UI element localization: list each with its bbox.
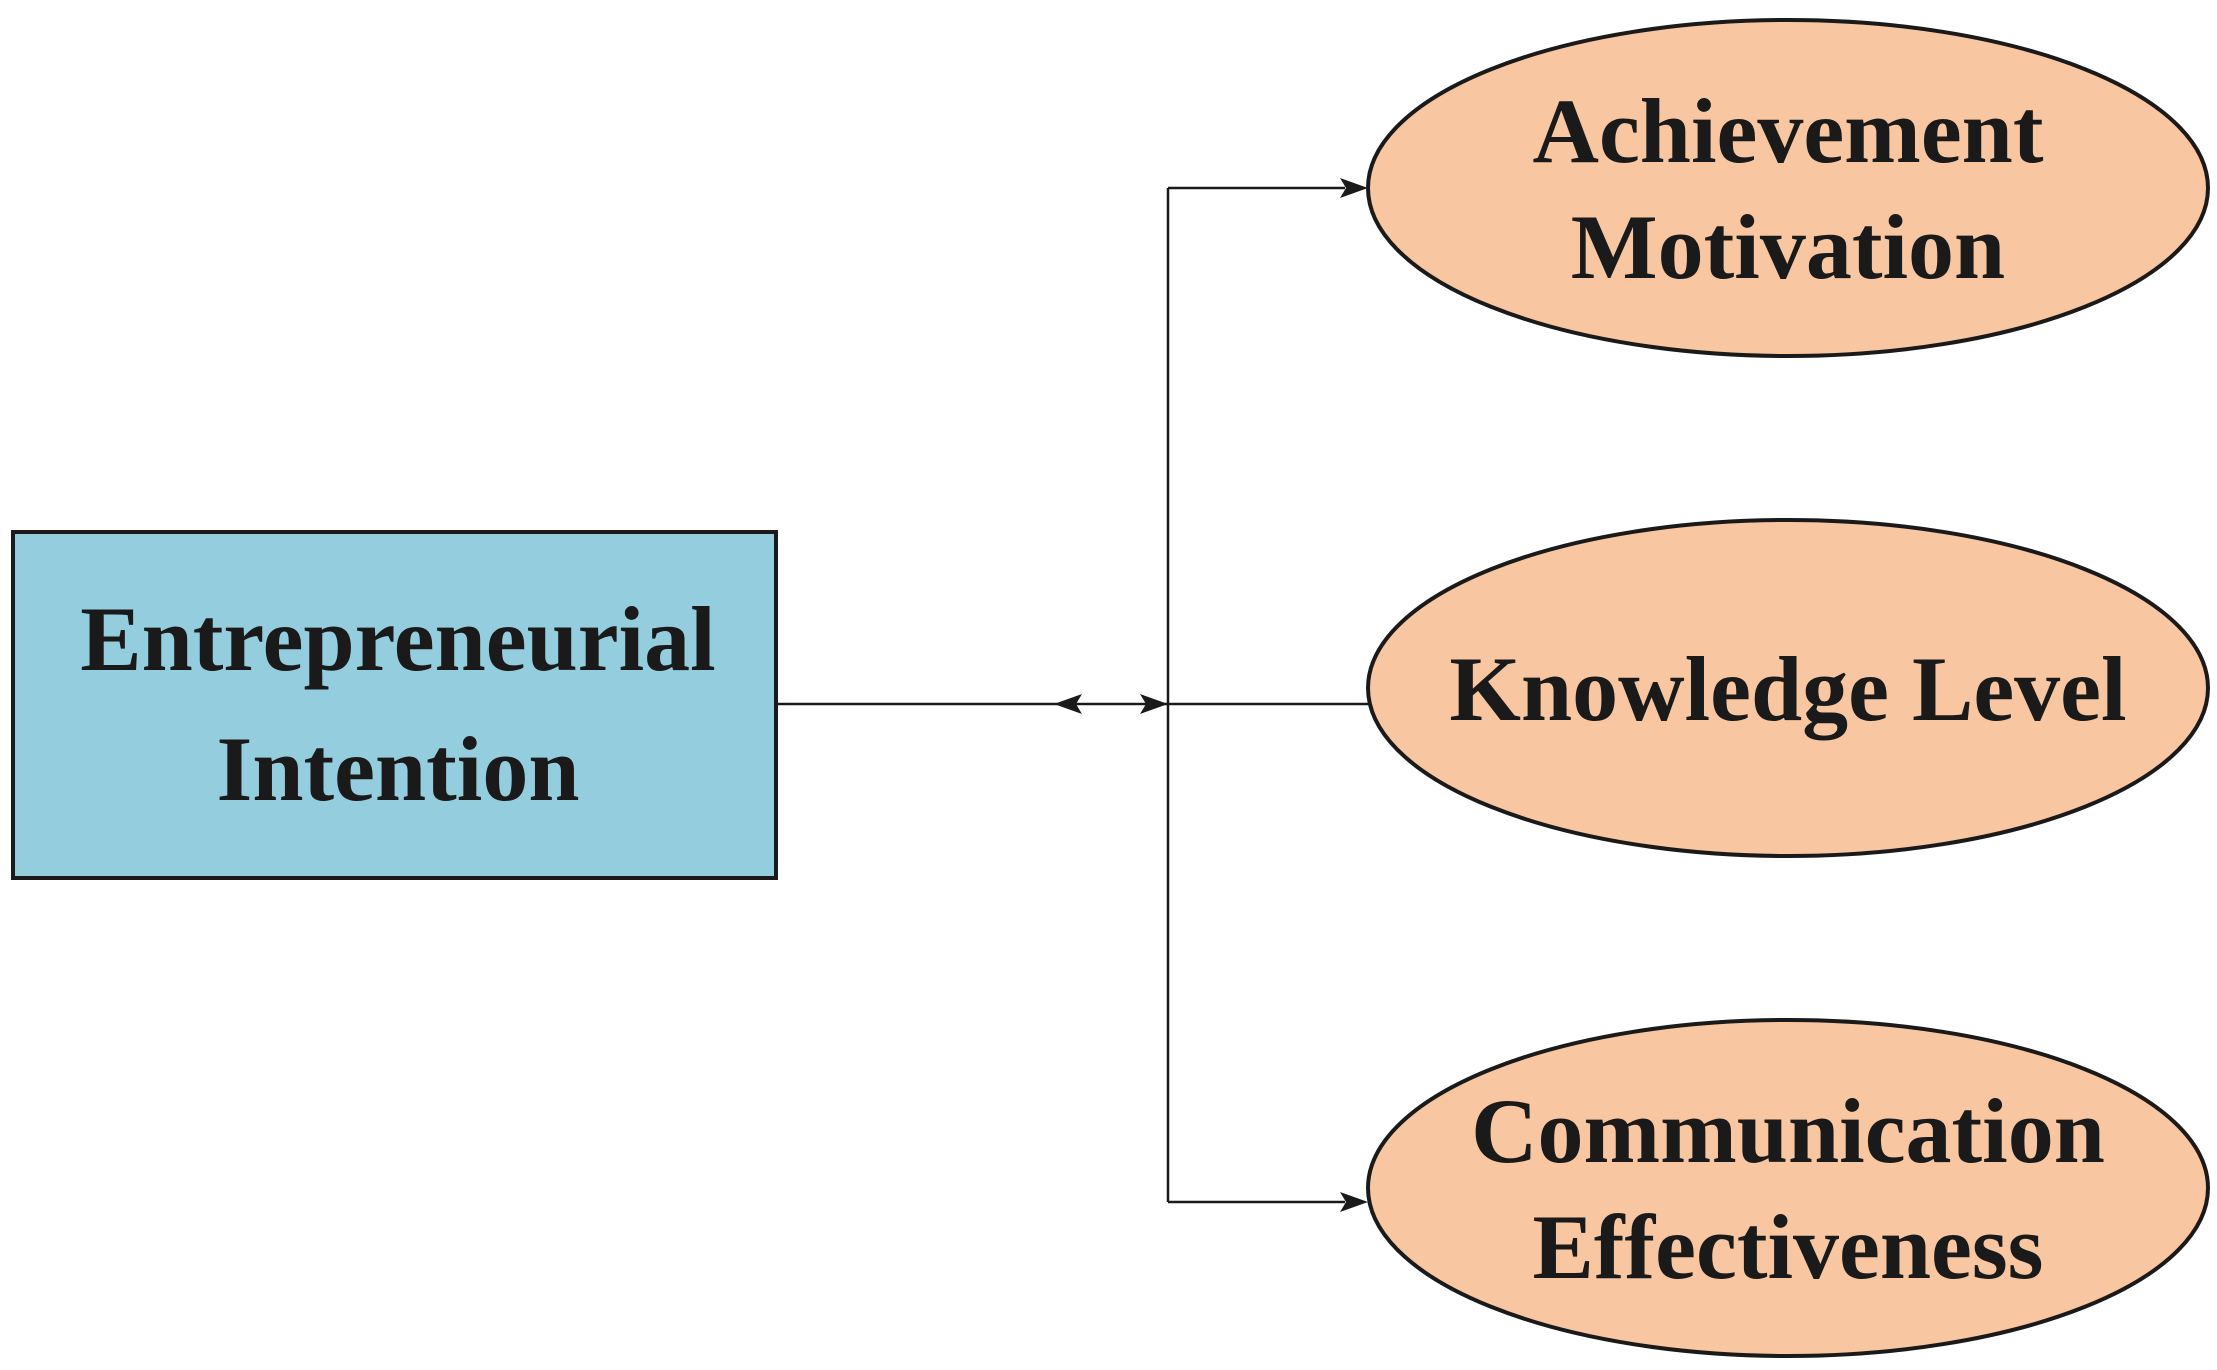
arrowhead-left <box>1054 694 1082 714</box>
entrepreneurial-intention-line2: Intention <box>217 718 580 820</box>
communication-effectiveness-line1: Communication <box>1471 1080 2105 1182</box>
achievement-motivation-ellipse <box>1366 18 2210 358</box>
arrowhead-communication <box>1340 1192 1368 1212</box>
entrepreneurial-intention-line1: Entrepreneurial <box>80 588 715 690</box>
communication-effectiveness-ellipse <box>1366 1018 2210 1358</box>
knowledge-level-ellipse <box>1366 518 2210 858</box>
arrowhead-achievement <box>1340 178 1368 198</box>
entrepreneurial-intention-box <box>11 530 778 880</box>
achievement-motivation-line2: Motivation <box>1571 196 2005 298</box>
communication-effectiveness-node: Communication Effectiveness <box>1366 1018 2210 1358</box>
knowledge-level-line1: Knowledge Level <box>1449 638 2126 740</box>
achievement-motivation-node: Achievement Motivation <box>1366 18 2210 358</box>
arrowhead-right <box>1140 694 1168 714</box>
achievement-motivation-line1: Achievement <box>1533 80 2044 182</box>
communication-effectiveness-line2: Effectiveness <box>1533 1196 2044 1298</box>
connector-lines <box>776 178 1368 1212</box>
knowledge-level-node: Knowledge Level <box>1366 518 2210 858</box>
entrepreneurial-intention-node: Entrepreneurial Intention <box>11 530 778 880</box>
